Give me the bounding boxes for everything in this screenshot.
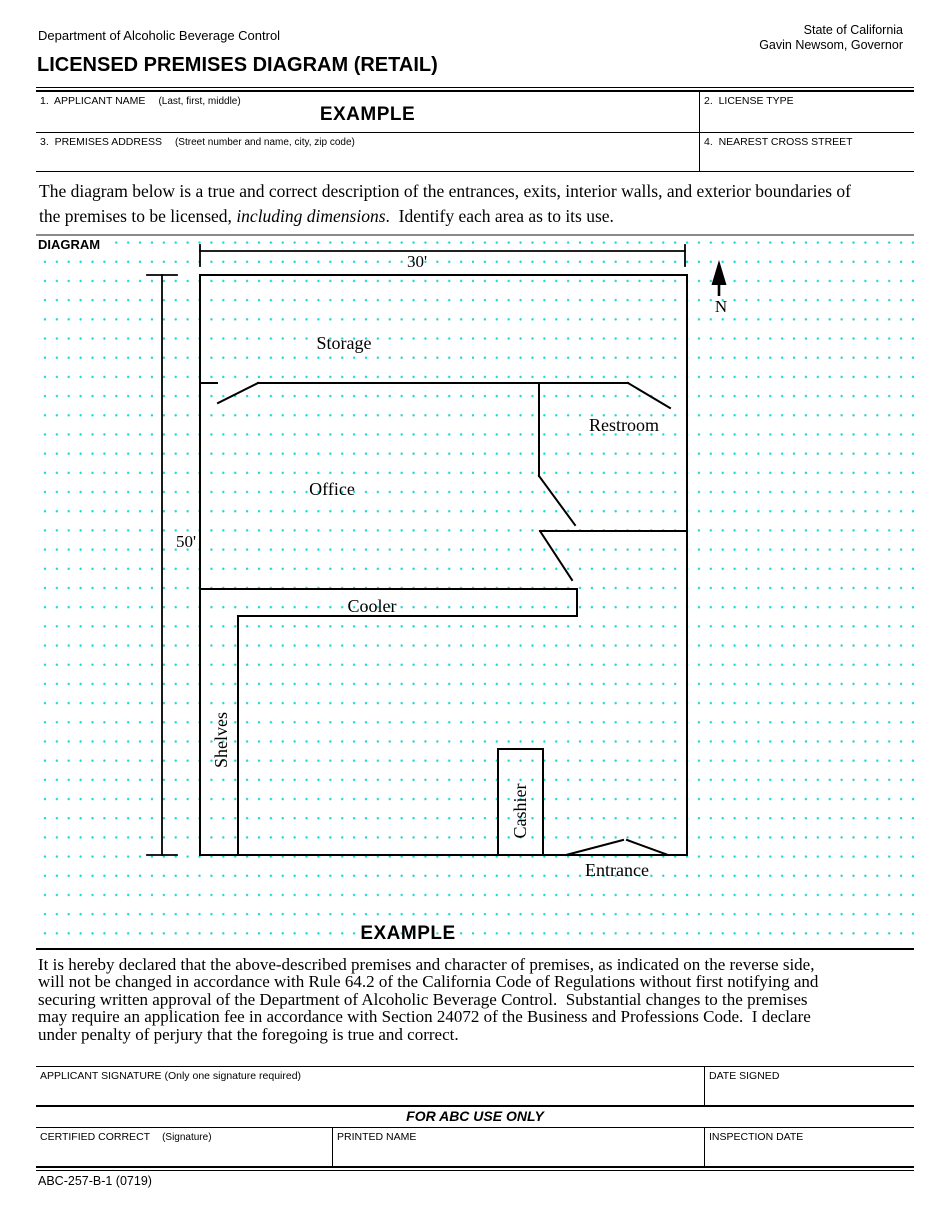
applicant-name-hint: (Last, first, middle)	[158, 96, 241, 107]
form-title: LICENSED PREMISES DIAGRAM (RETAIL)	[37, 54, 438, 76]
north-label: N	[715, 297, 727, 316]
entrance-door-right	[625, 838, 670, 857]
abc-use-only-band: FOR ABC USE ONLY	[36, 1107, 914, 1128]
dimension-lines	[146, 244, 686, 856]
height-dimension-label: 50'	[176, 532, 196, 551]
state-header-block: State of California Gavin Newsom, Govern…	[759, 23, 903, 53]
date-signed-label: DATE SIGNED	[709, 1070, 780, 1082]
premises-floorplan: 30' 50' N Storage Restroom Office Cooler…	[146, 244, 727, 944]
restroom-room-label: Restroom	[589, 415, 659, 435]
certified-correct-label: CERTIFIED CORRECT(Signature)	[40, 1131, 212, 1143]
north-arrow-icon	[711, 260, 727, 296]
license-type-cell[interactable]: 2. LICENSE TYPE	[700, 92, 914, 132]
signature-table: APPLICANT SIGNATURE (Only one signature …	[36, 1066, 914, 1171]
restroom-door-swing	[626, 381, 672, 410]
license-type-label: 2. LICENSE TYPE	[704, 95, 794, 107]
applicant-name-value[interactable]: EXAMPLE	[319, 104, 416, 125]
cooler-room-label: Cooler	[348, 596, 397, 616]
table-row: 3. PREMISES ADDRESS(Street number and na…	[36, 133, 914, 172]
certified-correct-hint: (Signature)	[162, 1132, 212, 1143]
abc-use-only-label: FOR ABC USE ONLY	[406, 1108, 544, 1124]
applicant-signature-label: APPLICANT SIGNATURE (Only one signature …	[40, 1070, 302, 1082]
date-signed-field[interactable]: DATE SIGNED	[705, 1067, 914, 1105]
inspection-date-label: INSPECTION DATE	[709, 1131, 804, 1143]
applicant-info-table: 1. APPLICANT NAME(Last, first, middle) E…	[36, 92, 914, 172]
instructions-text: The diagram below is a true and correct …	[39, 181, 851, 226]
cross-street-label: 4. NEAREST CROSS STREET	[704, 136, 853, 148]
diagram-section-label: DIAGRAM	[37, 237, 111, 255]
instructions-italic-text: including dimensions	[236, 206, 386, 226]
applicant-name-label: 1. APPLICANT NAME(Last, first, middle)	[40, 95, 241, 107]
office-room-label: Office	[309, 479, 355, 499]
bottom-divider	[36, 1168, 914, 1171]
governor-name: Gavin Newsom, Governor	[759, 38, 903, 52]
applicant-name-cell: 1. APPLICANT NAME(Last, first, middle) E…	[36, 92, 700, 132]
certified-correct-field[interactable]: CERTIFIED CORRECT(Signature)	[36, 1128, 333, 1166]
table-row: CERTIFIED CORRECT(Signature) PRINTED NAM…	[36, 1128, 914, 1168]
instructions-paragraph: The diagram below is a true and correct …	[39, 179, 915, 229]
premises-address-label: 3. PREMISES ADDRESS(Street number and na…	[40, 136, 355, 148]
agency-name: Department of Alcoholic Beverage Control	[38, 28, 281, 43]
office-door-swing	[538, 529, 574, 582]
premises-address-cell[interactable]: 3. PREMISES ADDRESS(Street number and na…	[36, 133, 700, 171]
cashier-counter	[497, 748, 544, 856]
floorplan-walls	[199, 274, 688, 857]
inspection-date-field[interactable]: INSPECTION DATE	[705, 1128, 914, 1166]
printed-name-label: PRINTED NAME	[337, 1131, 417, 1143]
declaration-paragraph: It is hereby declared that the above-des…	[38, 955, 819, 1044]
printed-name-field[interactable]: PRINTED NAME	[333, 1128, 705, 1166]
table-row: APPLICANT SIGNATURE (Only one signature …	[36, 1066, 914, 1107]
diagram-watermark: EXAMPLE	[360, 923, 455, 944]
restroom-inner-door-swing	[537, 474, 577, 527]
storage-room-label: Storage	[317, 333, 372, 353]
cross-street-cell[interactable]: 4. NEAREST CROSS STREET	[700, 133, 914, 171]
entrance-door-left	[564, 838, 625, 857]
diagram-area[interactable]: 30' 50' N Storage Restroom Office Cooler…	[36, 234, 914, 950]
exterior-boundary	[199, 274, 688, 856]
storage-door-swing	[216, 381, 260, 405]
applicant-signature-field[interactable]: APPLICANT SIGNATURE (Only one signature …	[36, 1067, 705, 1105]
state-name: State of California	[803, 23, 903, 37]
entrance-label: Entrance	[585, 860, 649, 880]
premises-address-hint: (Street number and name, city, zip code)	[174, 137, 355, 148]
width-dimension-label: 30'	[407, 252, 427, 271]
instructions-text-end: . Identify each area as to its use.	[385, 206, 614, 226]
title-divider	[36, 87, 914, 92]
table-row: 1. APPLICANT NAME(Last, first, middle) E…	[36, 92, 914, 133]
form-number: ABC-257-B-1 (0719)	[38, 1174, 152, 1188]
shelves-label: Shelves	[211, 712, 231, 768]
cashier-label: Cashier	[510, 784, 530, 839]
